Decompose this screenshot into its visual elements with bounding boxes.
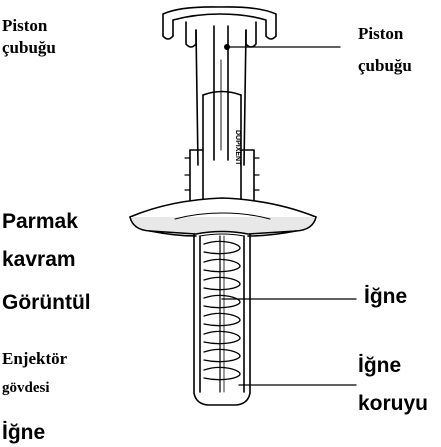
label-piston-rod-right: Piston çubuğu xyxy=(358,23,412,77)
label-piston-rod-right-line1: Piston xyxy=(358,24,404,43)
label-finger-grip-line2: kavram xyxy=(2,248,76,271)
label-syringe-body-line1: Enjektör xyxy=(2,349,68,368)
label-syringe-body: Enjektör gövdesi xyxy=(2,348,67,399)
syringe-barrel-top xyxy=(184,90,260,206)
barrel-brand-text: DUPIXENT xyxy=(234,130,241,166)
leader-lines xyxy=(221,46,357,386)
label-piston-rod-left-line1: Piston xyxy=(2,16,48,35)
label-needle-guard-line2: koruyu xyxy=(358,392,429,415)
label-piston-rod-left-line2: çubuğu xyxy=(2,38,56,57)
label-syringe-body-line2: gövdesi xyxy=(2,380,50,396)
label-needle-left: İğne xyxy=(2,421,46,444)
label-piston-rod-right-line2: çubuğu xyxy=(358,56,412,75)
needle-guard-spring xyxy=(203,240,241,381)
label-needle-right: İğne xyxy=(364,285,408,308)
label-needle-guard-line1: İğne xyxy=(358,354,402,377)
plunger-head xyxy=(162,6,277,48)
label-finger-grip: Parmak kavram xyxy=(2,210,78,272)
label-viewing-window: Görüntül xyxy=(2,291,91,314)
finger-flange xyxy=(129,197,317,237)
label-piston-rod-left: Piston çubuğu xyxy=(2,15,56,59)
needle xyxy=(219,235,225,393)
syringe-body xyxy=(193,233,251,406)
label-needle-guard: İğne koruyu xyxy=(358,354,428,416)
label-finger-grip-line1: Parmak xyxy=(2,210,78,233)
